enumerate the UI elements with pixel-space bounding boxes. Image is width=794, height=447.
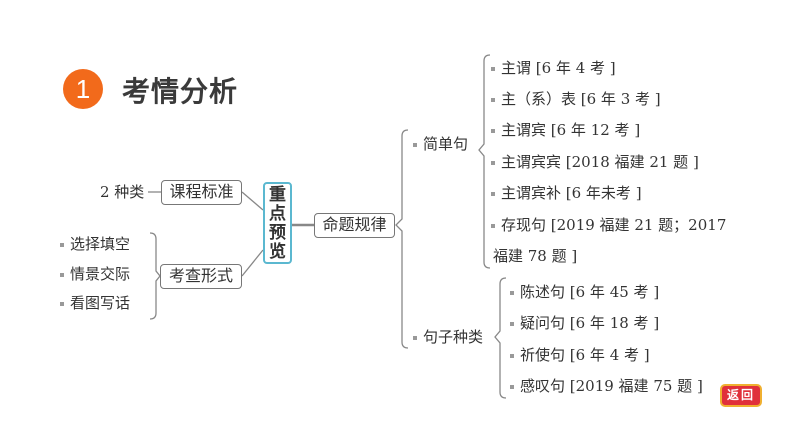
list-item: 主谓 [6 年 4 考 ] [491,58,616,78]
connector [241,249,264,277]
list-item: 选择填空 [60,234,130,254]
list-item: 疑问句 [6 年 18 考 ] [510,313,659,333]
list-item: 感叹句 [2019 福建 75 题 ] [510,376,703,396]
list-item: 看图写话 [60,293,130,313]
list-item: 祈使句 [6 年 4 考 ] [510,345,650,365]
list-item: 主谓宾补 [6 年未考 ] [491,183,642,203]
list-item: 陈述句 [6 年 45 考 ] [510,282,659,302]
brace-simple [478,54,491,269]
center-node: 重点预览 [263,182,292,264]
back-button[interactable]: 返回 [720,384,762,407]
node-types: 句子种类 [413,327,483,347]
list-item: 主谓宾 [6 年 12 考 ] [491,120,640,140]
list-item: 主（系）表 [6 年 3 考 ] [491,89,661,109]
brace-types [494,277,507,399]
node-form: 考查形式 [160,264,242,289]
node-rules: 命题规律 [314,213,395,238]
section-number-badge: 1 [63,69,103,109]
page-title: 考情分析 [122,76,239,107]
list-item: 存现句 [2019 福建 21 题；2017 [491,215,726,235]
list-item-continuation: 福建 78 题 ] [493,247,578,265]
node-standard: 课程标准 [161,180,242,205]
brace-main [395,129,409,349]
brace-left [149,232,161,320]
list-item: 情景交际 [60,264,130,284]
list-item: 主谓宾宾 [2018 福建 21 题 ] [491,152,699,172]
standard-note: 2 种类 [100,183,145,201]
connector [241,191,264,211]
node-simple: 简单句 [413,134,468,154]
